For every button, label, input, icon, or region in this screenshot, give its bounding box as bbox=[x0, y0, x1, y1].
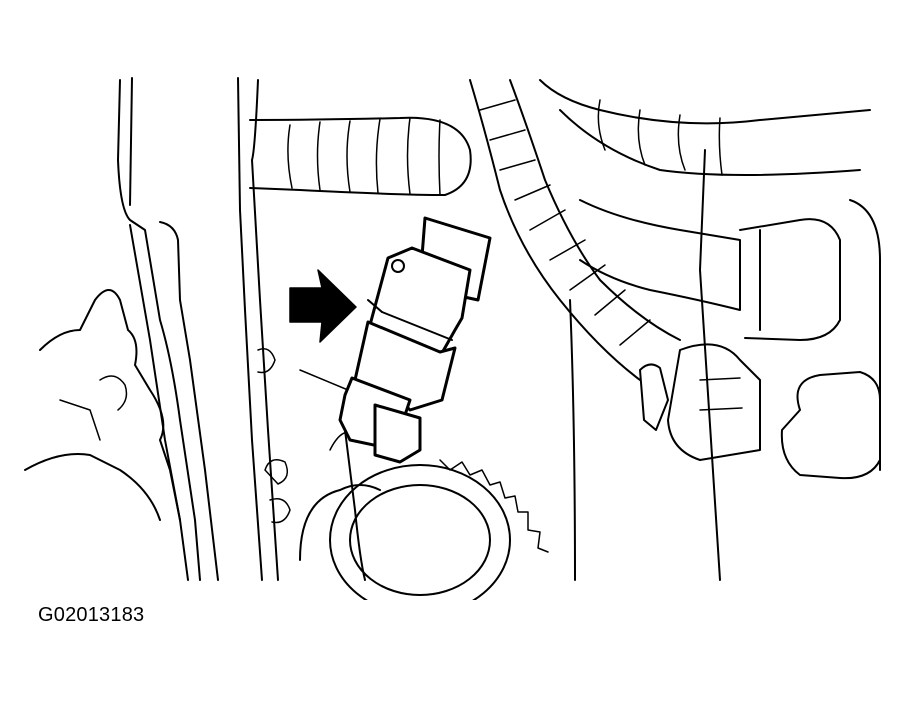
sensor-connector bbox=[338, 216, 492, 464]
figure-code: G02013183 bbox=[38, 604, 145, 626]
center-pillar bbox=[237, 77, 279, 581]
left-body-panel bbox=[24, 77, 219, 581]
arrow-icon bbox=[289, 269, 357, 343]
upper-wire-harness bbox=[249, 79, 871, 381]
engine-bay-illustration bbox=[24, 77, 881, 600]
right-components bbox=[569, 149, 881, 581]
